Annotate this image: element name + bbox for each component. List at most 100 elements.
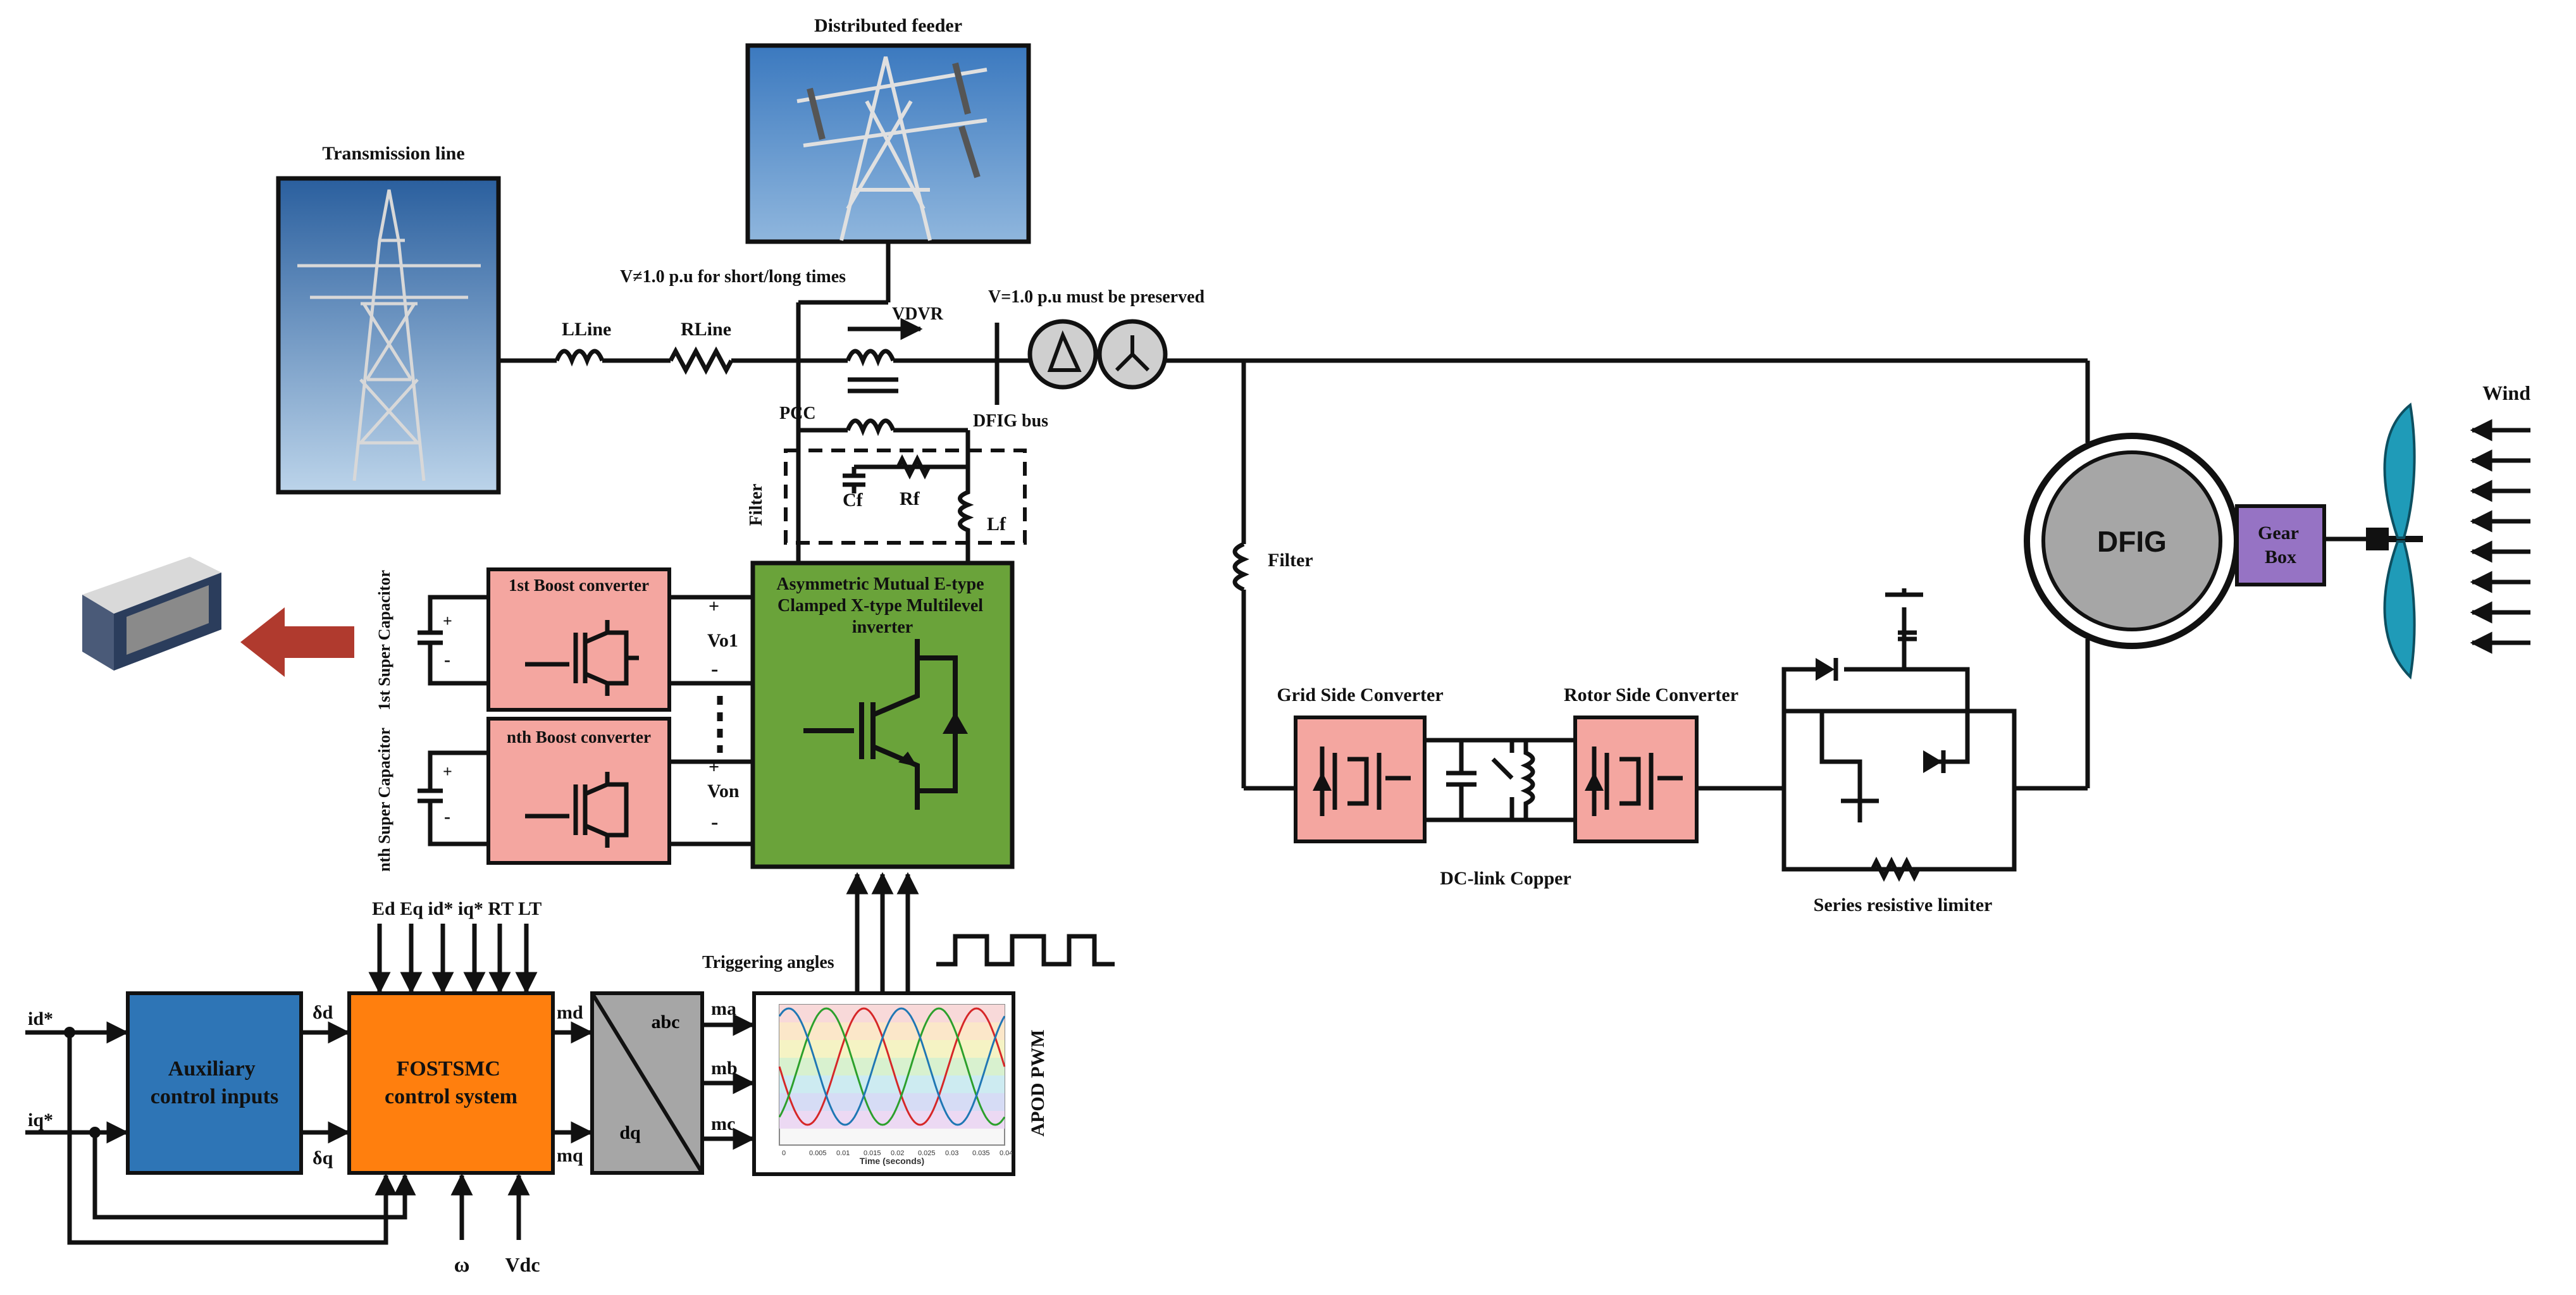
multilevel-inverter bbox=[750, 561, 1015, 869]
dc-link-label: DC-link Copper bbox=[1440, 868, 1571, 889]
v-short-long-label: V≠1.0 p.u for short/long times bbox=[620, 267, 846, 287]
supercap1-label: 1st Super Capacitor bbox=[375, 570, 393, 710]
apod-pwm-plot bbox=[752, 991, 1015, 1176]
boost-converter-n bbox=[486, 717, 671, 865]
aux-control-label: Auxiliary control inputs bbox=[151, 1057, 278, 1108]
inverter-label: Asymmetric Mutual E-type Clamped X-type … bbox=[776, 574, 988, 637]
l-line-label: LLine bbox=[562, 319, 611, 340]
main-grid-wire bbox=[498, 346, 1031, 375]
pwm-tick-label: 0 bbox=[782, 1149, 786, 1157]
rotor-filter-label: Filter bbox=[1268, 550, 1313, 571]
md-label: md bbox=[557, 1002, 583, 1023]
vo1-plus: + bbox=[709, 596, 719, 617]
vo1-minus: - bbox=[711, 657, 718, 681]
abc-dq-transform bbox=[590, 991, 704, 1175]
fostsmc-label: FOSTSMC control system bbox=[385, 1057, 517, 1108]
supercapn-label: nth Super Capacitor bbox=[375, 728, 393, 872]
reference-current-paths bbox=[25, 1013, 755, 1245]
delta-q-label: δq bbox=[313, 1148, 333, 1168]
r-line-label: RLine bbox=[681, 319, 731, 340]
pwm-tick-label: 0.005 bbox=[809, 1149, 827, 1157]
apod-pwm-label: APOD PWM bbox=[1027, 1029, 1048, 1136]
supercap1-minus: - bbox=[444, 649, 450, 670]
dfig-bus-label: DFIG bus bbox=[973, 411, 1048, 431]
abc-label: abc bbox=[652, 1012, 680, 1032]
von-label: Von bbox=[707, 781, 740, 802]
von-minus: - bbox=[711, 810, 718, 834]
pcc-label: PCC bbox=[779, 404, 816, 423]
v-preserved-label: V=1.0 p.u must be preserved bbox=[988, 287, 1205, 307]
square-wave-icon bbox=[936, 934, 1115, 967]
supercapn-minus: - bbox=[444, 806, 450, 827]
dc-link bbox=[1425, 738, 1575, 822]
series-resistive-limiter bbox=[1697, 588, 2088, 882]
pwm-tick-label: 0.01 bbox=[836, 1149, 850, 1157]
dq-label: dq bbox=[619, 1122, 641, 1143]
boost-converter-1 bbox=[486, 567, 671, 712]
series-limiter-label: Series resistive limiter bbox=[1814, 895, 1993, 915]
boost-inverter-links bbox=[669, 595, 753, 846]
delta-d-label: δd bbox=[313, 1002, 333, 1023]
mc-label: mc bbox=[711, 1113, 735, 1134]
triggering-arrows bbox=[846, 872, 919, 993]
lf-label: Lf bbox=[987, 514, 1006, 535]
supercapacitor-n bbox=[418, 750, 488, 846]
rotor-side-converter-label: Rotor Side Converter bbox=[1564, 685, 1738, 705]
pwm-tick-label: 0.02 bbox=[891, 1149, 904, 1157]
lc-filter bbox=[784, 430, 1027, 572]
vdvr-label: VDVR bbox=[892, 304, 944, 324]
supercapacitor-1 bbox=[418, 595, 488, 686]
pwm-tick-labels: 0 0.005 0.01 0.015 0.02 0.025 0.03 0.035 0.04 bbox=[782, 1149, 1013, 1157]
rotor-side-converter bbox=[1573, 716, 1699, 843]
wind-turbine-rotor bbox=[2324, 402, 2423, 680]
pwm-sine-wave bbox=[778, 1007, 1006, 1126]
gear-box-label: Gear Box bbox=[2258, 523, 2303, 567]
wind-label: Wind bbox=[2482, 381, 2530, 404]
fostsmc-top-inputs bbox=[368, 924, 538, 994]
pwm-xlabel: Time (seconds) bbox=[860, 1156, 924, 1166]
boostn-label: nth Boost converter bbox=[507, 728, 651, 747]
distributed-feeder-photo bbox=[745, 43, 1031, 244]
omega-label: ω bbox=[454, 1253, 470, 1277]
aux-control-box bbox=[126, 991, 303, 1175]
vo1-label: Vo1 bbox=[707, 630, 738, 651]
pwm-sine-wave bbox=[778, 1007, 1006, 1126]
grid-side-converter bbox=[1294, 716, 1427, 843]
triggering-angles-label: Triggering angles bbox=[702, 953, 834, 972]
rf-label: Rf bbox=[900, 488, 920, 509]
dfig-machine bbox=[2024, 361, 2300, 788]
dfig-label: DFIG bbox=[2097, 525, 2167, 558]
supercap1-plus: + bbox=[443, 612, 452, 630]
vdc-label: Vdc bbox=[505, 1253, 540, 1276]
fostsmc-box bbox=[347, 991, 555, 1175]
mb-label: mb bbox=[711, 1058, 738, 1079]
pwm-tick-label: 0.025 bbox=[918, 1149, 936, 1157]
distributed-feeder-label: Distributed feeder bbox=[814, 15, 962, 36]
red-arrow-icon bbox=[240, 607, 354, 677]
filter-vertical-label: Filter bbox=[746, 484, 766, 526]
wind-arrows bbox=[2470, 419, 2530, 654]
pwm-tick-label: 0.035 bbox=[972, 1149, 990, 1157]
grid-side-converter-label: Grid Side Converter bbox=[1277, 685, 1443, 705]
transmission-line-photo bbox=[276, 176, 501, 495]
mq-label: mq bbox=[557, 1145, 583, 1166]
id-ref-label: id* bbox=[28, 1008, 53, 1029]
supercapn-plus: + bbox=[443, 762, 452, 781]
dvr-transformer bbox=[798, 377, 968, 437]
grid-transformer bbox=[1027, 319, 2088, 390]
iq-ref-label: iq* bbox=[28, 1110, 53, 1131]
cf-label: Cf bbox=[843, 490, 864, 511]
pwm-sine-wave bbox=[778, 1007, 1006, 1126]
transmission-line-label: Transmission line bbox=[322, 143, 464, 164]
boost1-label: 1st Boost converter bbox=[509, 576, 649, 595]
pwm-tick-label: 0.03 bbox=[945, 1149, 958, 1157]
pwm-tick-label: 0.015 bbox=[864, 1149, 881, 1157]
supercapacitor-module-photo bbox=[82, 557, 221, 671]
von-plus: + bbox=[709, 757, 719, 778]
rotor-filter-path bbox=[1232, 361, 1296, 791]
gear-box bbox=[2235, 504, 2326, 586]
pwm-tick-label: 0.04 bbox=[1000, 1149, 1013, 1157]
fostsmc-top-inputs-label: Ed Eq id* iq* RT LT bbox=[372, 898, 542, 919]
ma-label: ma bbox=[711, 998, 736, 1019]
